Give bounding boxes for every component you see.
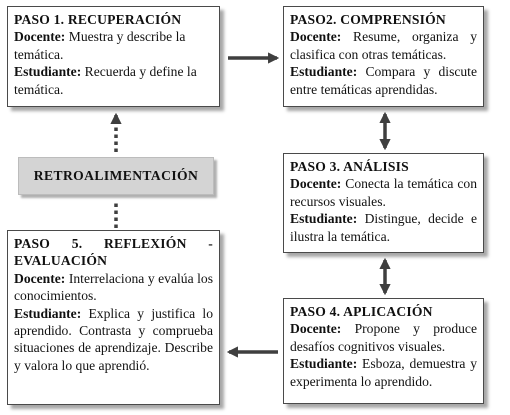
step4-docente: Docente: Propone y produce desafíos cogn… (290, 320, 477, 355)
step1-estudiante: Estudiante: Recuerda y define la temátic… (14, 63, 213, 98)
step2-estudiante-text: Compara y discute entre temáticas aprend… (290, 64, 477, 97)
step5-estudiante-label: Estudiante: (14, 305, 82, 321)
step4-title: PASO 4. APLICACIÓN (290, 304, 433, 319)
step4-docente-text: Propone y produce desafíos cognitivos vi… (290, 321, 477, 354)
step4-estudiante: Estudiante: Esboza, demuestra y experime… (290, 355, 477, 390)
feedback-label: RETROALIMENTACIÓN (33, 168, 199, 183)
step5-estudiante: Estudiante: Explica y justifica lo apren… (14, 305, 213, 375)
step1-box: PASO 1. RECUPERACIÓN Docente: Muestra y … (7, 6, 220, 107)
step5-estudiante-text: Explica y justifica lo aprendido. Contra… (14, 305, 213, 373)
step5-docente-text: Interrelaciona y evalúa los conocimiento… (14, 270, 213, 304)
step4-docente-label: Docente: (290, 321, 342, 337)
step3-docente-text: Conecta la temática con recursos visuale… (290, 176, 477, 209)
feedback-box: RETROALIMENTACIÓN (18, 157, 214, 195)
step1-docente-label: Docente: (14, 29, 66, 45)
step1-estudiante-text: Recuerda y define la temática. (14, 64, 197, 97)
step3-box: PASO 3. ANÁLISIS Docente: Conecta la tem… (283, 153, 484, 253)
step2-box: PASO2. COMPRENSIÓN Docente: Resume, orga… (283, 6, 484, 107)
step5-docente: Docente: Interrelaciona y evalúa los con… (14, 270, 213, 305)
step2-estudiante: Estudiante: Compara y discute entre temá… (290, 63, 477, 98)
step5-docente-label: Docente: (14, 270, 66, 286)
step4-estudiante-label: Estudiante: (290, 356, 358, 372)
step1-docente-text: Muestra y describe la temática. (14, 29, 186, 62)
step3-title: PASO 3. ANÁLISIS (290, 159, 409, 174)
step2-estudiante-label: Estudiante: (290, 64, 358, 80)
step4-estudiante-text: Esboza, demuestra y experimenta lo apren… (290, 356, 477, 389)
step3-estudiante-label: Estudiante: (290, 211, 358, 227)
step1-estudiante-label: Estudiante: (14, 64, 82, 80)
step5-box: PASO 5. REFLEXIÓN - EVALUACIÓN Docente: … (7, 230, 220, 405)
step2-title: PASO2. COMPRENSIÓN (290, 12, 446, 27)
step3-estudiante: Estudiante: Distingue, decide e ilustra … (290, 210, 477, 245)
step3-docente: Docente: Conecta la temática con recurso… (290, 175, 477, 210)
step1-docente: Docente: Muestra y describe la temática. (14, 28, 213, 63)
step2-docente: Docente: Resume, organiza y clasifica co… (290, 28, 477, 63)
step2-docente-label: Docente: (290, 29, 342, 45)
step4-box: PASO 4. APLICACIÓN Docente: Propone y pr… (283, 298, 484, 404)
step1-title: PASO 1. RECUPERACIÓN (14, 12, 182, 27)
step2-docente-text: Resume, organiza y clasifica con otras t… (290, 29, 477, 62)
step3-docente-label: Docente: (290, 176, 342, 192)
step3-estudiante-text: Distingue, decide e ilustra la temática. (290, 211, 477, 244)
step5-title: PASO 5. REFLEXIÓN - EVALUACIÓN (14, 236, 213, 269)
